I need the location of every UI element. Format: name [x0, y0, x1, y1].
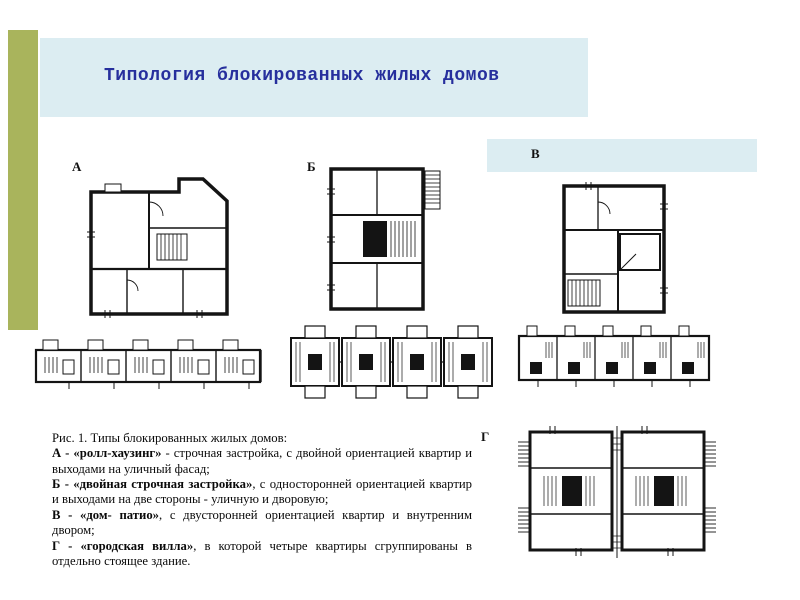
figure-caption: Рис. 1. Типы блокированных жилых домов: …: [52, 431, 472, 569]
row-plan-v: [516, 320, 714, 398]
caption-item-a: А - «ролл-хаузинг» - строчная застройка,…: [52, 446, 472, 477]
caption-item-v: В - «дом- патио», с двусторонней ориента…: [52, 508, 472, 539]
floor-plan-v: [558, 180, 670, 318]
floor-plan-g: [516, 418, 718, 568]
row-plan-b: [288, 316, 494, 408]
title-box: Типология блокированных жилых домов: [40, 38, 588, 117]
caption-item-b-term: Б - «двойная строчная застройка»: [52, 477, 253, 492]
caption-item-g: Г - «городская вилла», в которой четыре …: [52, 539, 472, 570]
plan-label-a: А: [72, 159, 82, 174]
row-plan-a: [33, 330, 263, 392]
floor-plan-b: [325, 163, 443, 315]
caption-title: Рис. 1. Типы блокированных жилых домов:: [52, 431, 288, 445]
caption-item-v-term: В - «дом- патио»: [52, 507, 160, 522]
caption-item-v-desc: , с двусторонней ориентацией квартир и в…: [52, 507, 472, 538]
caption-item-b-desc: , с односторонней ориентацией квартир и …: [52, 477, 472, 507]
floor-plan-a: [85, 172, 233, 320]
plan-label-v: В: [531, 146, 540, 161]
caption-item-a-desc: - строчная застройка, с двойной ориентац…: [52, 446, 472, 476]
plan-label-b: Б: [307, 159, 316, 174]
left-accent-bar: [8, 30, 38, 330]
caption-item-g-desc: , в которой четыре квартиры сгруппирован…: [52, 538, 472, 568]
page-title: Типология блокированных жилых домов: [104, 66, 500, 86]
caption-item-a-term: А - «ролл-хаузинг»: [52, 446, 162, 461]
caption-item-g-term: Г - «городская вилла»: [52, 538, 194, 553]
plan-label-g: Г: [481, 429, 490, 444]
caption-item-b: Б - «двойная строчная застройка», с одно…: [52, 477, 472, 508]
right-accent-band: [487, 139, 757, 172]
